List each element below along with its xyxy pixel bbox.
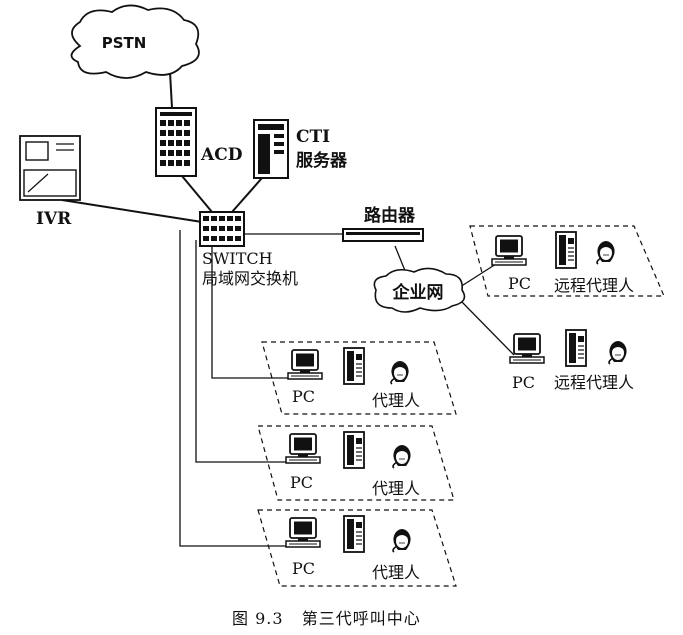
agent-person-icon: [390, 360, 410, 385]
connection-lines: [61, 71, 515, 547]
pc-icon: [287, 349, 323, 380]
phone-icon: [343, 347, 365, 385]
switch-sub-label: 局域网交换机: [202, 269, 298, 288]
agent-person-icon: [392, 528, 412, 553]
pc-icon: [509, 333, 545, 364]
local-agent-group-3: PC 代理人: [257, 509, 457, 587]
local-pc-label-3: PC: [292, 559, 315, 578]
remote-pc-label-2: PC: [512, 373, 535, 392]
trunk-agent-2: [195, 240, 292, 463]
pc-icon: [285, 433, 321, 464]
link-ivr-switch: [61, 199, 203, 223]
remote-agent-group-2: PC 远程代理人: [509, 329, 634, 392]
link-acd-switch: [181, 175, 213, 213]
remote-agent-label-2: 远程代理人: [554, 373, 634, 392]
ivr-unit: IVR: [19, 135, 81, 229]
phone-icon: [565, 329, 587, 367]
phone-icon: [343, 515, 365, 553]
local-agent-group-2: PC 代理人: [257, 425, 455, 501]
local-agent-label-2: 代理人: [372, 479, 420, 498]
cti-server: CTI 服务器: [253, 119, 348, 179]
phone-icon: [555, 231, 577, 269]
remote-pc-label-1: PC: [508, 274, 531, 293]
agent-person-icon: [608, 340, 628, 365]
agent-person-icon: [392, 444, 412, 469]
trunk-agent-3: [179, 230, 292, 547]
lan-switch: SWITCH 局域网交换机: [199, 211, 298, 288]
remote-agent-group-1: PC 远程代理人: [469, 225, 665, 297]
cti-server-label: 服务器: [296, 150, 348, 171]
router-unit: 路由器: [342, 205, 424, 242]
enterprise-network-label: 企业网: [392, 282, 444, 303]
router-label: 路由器: [364, 205, 416, 226]
pstn-cloud: PSTN: [70, 4, 200, 79]
pc-icon: [491, 235, 527, 266]
phone-icon: [343, 431, 365, 469]
link-enterprise-remote-1: [459, 263, 497, 288]
enterprise-network-cloud: 企业网: [373, 267, 466, 313]
figure-caption: 图 9.3 第三代呼叫中心: [232, 609, 421, 628]
remote-agent-label-1: 远程代理人: [554, 276, 634, 295]
link-enterprise-remote-2: [459, 299, 515, 356]
local-agent-group-1: PC 代理人: [261, 341, 457, 415]
agent-person-icon: [596, 240, 616, 265]
trunk-agent-1: [211, 246, 292, 379]
link-cti-switch: [231, 177, 263, 213]
acd-unit: ACD: [155, 107, 243, 177]
switch-label: SWITCH: [202, 249, 273, 268]
link-pstn-acd: [169, 71, 173, 109]
ivr-label: IVR: [36, 209, 72, 229]
cti-label: CTI: [296, 127, 330, 147]
pc-icon: [285, 517, 321, 548]
local-agent-label-1: 代理人: [372, 391, 420, 410]
local-pc-label-1: PC: [292, 387, 315, 406]
acd-label: ACD: [200, 145, 243, 165]
local-pc-label-2: PC: [290, 473, 313, 492]
pstn-label: PSTN: [102, 34, 147, 52]
local-agent-label-3: 代理人: [372, 563, 420, 582]
